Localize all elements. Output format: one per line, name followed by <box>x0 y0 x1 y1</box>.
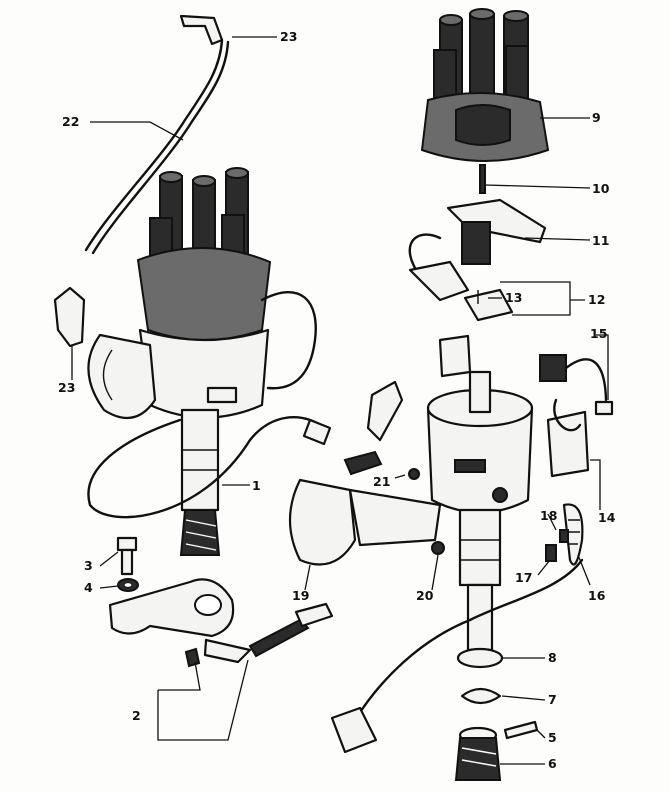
washer-4 <box>117 578 139 592</box>
callout-10: 10 <box>592 181 610 196</box>
carbon-brush-10 <box>479 164 486 194</box>
distributor-cap-9 <box>420 8 550 162</box>
callout-20: 20 <box>416 588 434 603</box>
condenser-15 <box>539 354 614 416</box>
spring-clip-7 <box>460 687 502 705</box>
callout-6: 6 <box>548 756 557 771</box>
assembled-distributor <box>53 167 332 556</box>
callout-2: 2 <box>132 708 141 723</box>
spring-16 <box>562 503 584 566</box>
callout-15: 15 <box>590 326 607 341</box>
callout-11: 11 <box>592 233 609 248</box>
callout-9: 9 <box>592 110 601 125</box>
callout-1: 1 <box>252 478 261 493</box>
spring-21 <box>366 380 420 480</box>
clamp-14 <box>546 398 590 478</box>
callouts: 23 22 9 10 11 12 13 15 14 16 17 18 21 20… <box>58 29 616 771</box>
pin-5 <box>503 720 539 740</box>
callout-23: 23 <box>280 29 297 44</box>
callout-17: 17 <box>515 570 532 585</box>
callout-22: 22 <box>62 114 79 129</box>
earth-lead <box>353 558 584 722</box>
distributor-body <box>426 370 534 652</box>
callout-23: 23 <box>58 380 75 395</box>
leader-lines <box>71 36 609 765</box>
rotor-11 <box>446 198 547 265</box>
callout-5: 5 <box>548 730 557 745</box>
vacuum-unit-19 <box>288 450 442 566</box>
ht-lead <box>84 14 230 255</box>
thrust-washer-8 <box>456 647 504 669</box>
callout-21: 21 <box>373 474 390 489</box>
bolt-3 <box>116 536 138 576</box>
drive-gear-6 <box>454 726 502 781</box>
callout-13: 13 <box>505 290 522 305</box>
grommet-20 <box>431 541 445 555</box>
callout-4: 4 <box>84 580 93 595</box>
callout-7: 7 <box>548 692 557 707</box>
callout-3: 3 <box>84 558 93 573</box>
callout-18: 18 <box>540 508 557 523</box>
callout-16: 16 <box>588 588 606 603</box>
callout-14: 14 <box>598 510 616 525</box>
callout-12: 12 <box>588 292 605 307</box>
contact-breaker-set <box>408 233 514 378</box>
washer-18 <box>559 529 569 543</box>
pin-17 <box>545 544 557 562</box>
callout-8: 8 <box>548 650 557 665</box>
callout-19: 19 <box>292 588 309 603</box>
clamp-plate <box>108 578 334 668</box>
